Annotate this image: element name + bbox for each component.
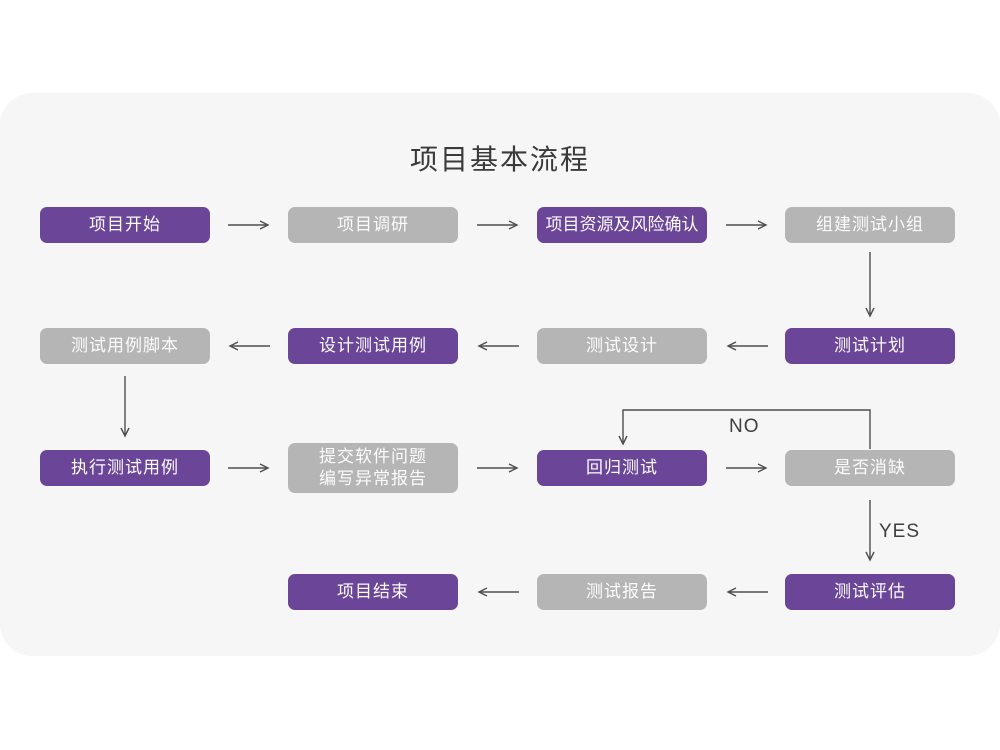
flow-node-regression-test: 回归测试 <box>537 450 707 486</box>
flow-node-label: 项目开始 <box>89 214 161 234</box>
flow-node-label: 提交软件问题 编写异常报告 <box>319 446 427 488</box>
flow-node-label: 回归测试 <box>586 457 658 477</box>
page-title: 项目基本流程 <box>409 144 590 175</box>
flow-node-label: 测试报告 <box>586 581 658 601</box>
flow-node-design-test-case: 设计测试用例 <box>288 328 458 364</box>
flow-node-test-case-script: 测试用例脚本 <box>40 328 210 364</box>
flow-node-project-start: 项目开始 <box>40 207 210 243</box>
flow-node-label: 是否消缺 <box>834 457 906 477</box>
flow-node-label: 设计测试用例 <box>319 335 427 355</box>
flow-node-project-end: 项目结束 <box>288 574 458 610</box>
flow-node-label: 项目调研 <box>337 214 409 234</box>
flow-node-submit-issues-report: 提交软件问题 编写异常报告 <box>288 443 458 493</box>
flow-node-label: 测试评估 <box>834 581 906 601</box>
flow-node-label: 测试设计 <box>586 335 658 355</box>
flow-node-defect-cleared: 是否消缺 <box>785 450 955 486</box>
flowchart-card <box>0 93 1000 656</box>
flow-node-test-plan: 测试计划 <box>785 328 955 364</box>
yes-label: YES <box>879 521 921 542</box>
flow-node-label: 测试计划 <box>834 335 906 355</box>
flow-node-build-test-team: 组建测试小组 <box>785 207 955 243</box>
flow-node-test-design: 测试设计 <box>537 328 707 364</box>
flow-node-label: 项目资源及风险确认 <box>545 214 699 234</box>
flow-node-test-evaluation: 测试评估 <box>785 574 955 610</box>
flow-node-label: 项目结束 <box>337 581 409 601</box>
flow-node-label: 组建测试小组 <box>816 214 924 234</box>
flow-node-execute-test-case: 执行测试用例 <box>40 450 210 486</box>
no-label: NO <box>729 416 760 437</box>
flow-node-project-resources-risk: 项目资源及风险确认 <box>537 207 707 243</box>
flow-node-project-research: 项目调研 <box>288 207 458 243</box>
flow-node-label: 测试用例脚本 <box>71 335 179 355</box>
flow-node-label: 执行测试用例 <box>71 457 179 477</box>
flow-node-test-report: 测试报告 <box>537 574 707 610</box>
